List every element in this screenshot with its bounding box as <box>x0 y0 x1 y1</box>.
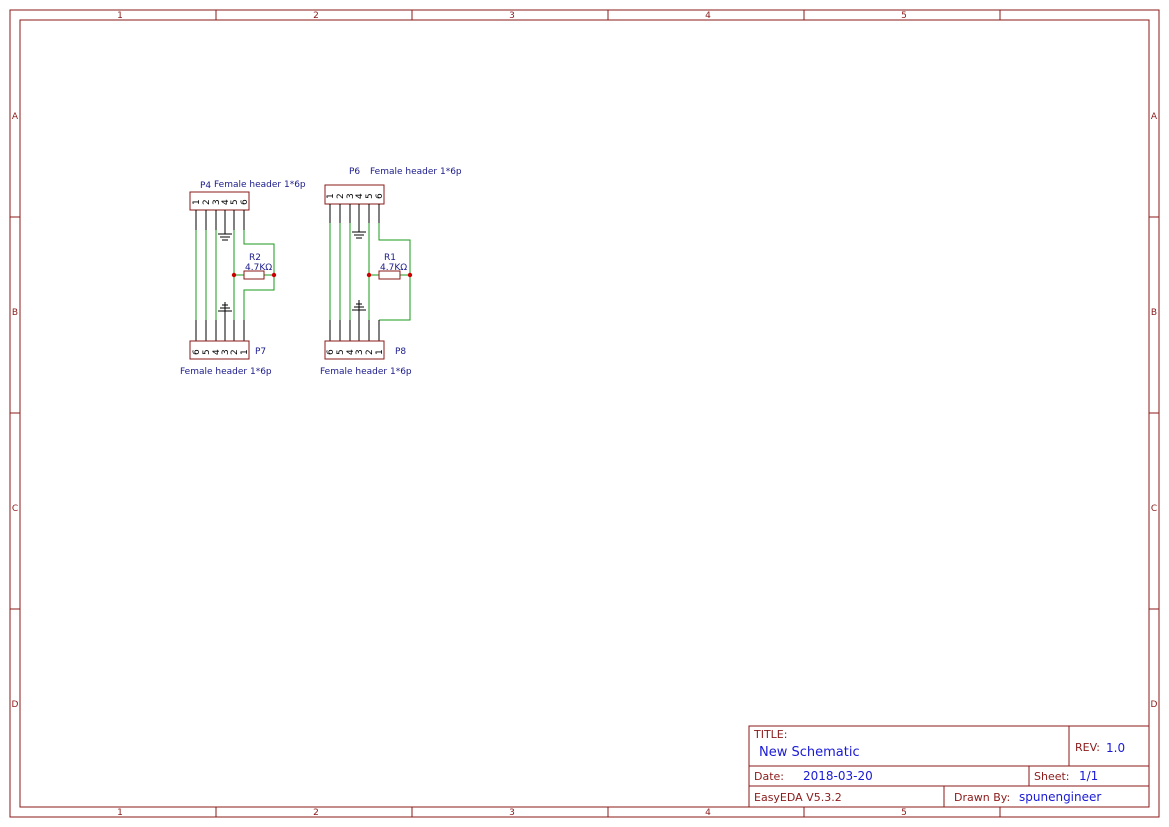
pin-number: 4 <box>212 349 222 355</box>
title-value: New Schematic <box>759 745 860 760</box>
pin-number: 4 <box>346 349 356 355</box>
col-label: 3 <box>509 808 515 818</box>
row-label: A <box>1151 112 1158 122</box>
column-labels-bottom: 1 2 3 4 5 <box>117 808 907 818</box>
value-p7: Female header 1*6p <box>180 367 272 377</box>
pin-number: 1 <box>326 193 336 199</box>
date-value: 2018-03-20 <box>803 769 873 783</box>
ground-icon <box>352 300 366 320</box>
value-p6: Female header 1*6p <box>370 167 462 177</box>
title-label: TITLE: <box>753 728 787 741</box>
pin-number: 3 <box>355 349 365 355</box>
header-p7[interactable]: 6 5 4 3 2 1 P7 Female header 1*6p <box>180 320 272 377</box>
pin-number: 2 <box>202 199 212 205</box>
pin-number: 6 <box>192 349 202 355</box>
pin-number: 5 <box>336 349 346 355</box>
ref-p7: P7 <box>255 347 266 357</box>
row-label: C <box>12 504 18 514</box>
pin-number: 6 <box>240 199 250 205</box>
pin-number: 5 <box>202 349 212 355</box>
ref-r1: R1 <box>384 253 396 263</box>
resistor-r2[interactable]: R2 4.7KΩ <box>243 253 272 280</box>
pin-number: 5 <box>365 193 375 199</box>
pin-number: 1 <box>375 349 385 355</box>
row-label: A <box>12 112 19 122</box>
row-label: D <box>1151 700 1158 710</box>
drawn-by-label: Drawn By: <box>954 791 1010 804</box>
pin-number: 4 <box>355 193 365 199</box>
pin-number: 5 <box>230 199 240 205</box>
pin-number: 3 <box>221 349 231 355</box>
inner-frame <box>19 19 1150 808</box>
header-p8[interactable]: 6 5 4 3 2 1 P8 Female header 1*6p <box>320 320 412 377</box>
pin-number: 1 <box>240 349 250 355</box>
pin-number: 2 <box>230 349 240 355</box>
title-block: TITLE: New Schematic REV: 1.0 Date: 2018… <box>748 725 1150 808</box>
col-label: 5 <box>901 11 907 21</box>
ref-p8: P8 <box>395 347 406 357</box>
junction-dot <box>231 272 237 278</box>
rev-value: 1.0 <box>1106 741 1125 755</box>
col-label: 4 <box>705 11 711 21</box>
row-ticks-right <box>1149 216 1159 610</box>
header-p4[interactable]: 1 2 3 4 5 6 P4 Female header 1*6p <box>189 180 306 234</box>
col-label: 3 <box>509 11 515 21</box>
pin-number: 2 <box>365 349 375 355</box>
column-ticks-bottom <box>215 807 1001 817</box>
junction-dot <box>366 272 372 278</box>
column-labels-top: 1 2 3 4 5 <box>117 11 907 21</box>
pin-number: 4 <box>221 199 231 205</box>
row-label: C <box>1151 504 1157 514</box>
drawn-by-value: spunengineer <box>1019 790 1101 804</box>
value-r1: 4.7KΩ <box>380 263 407 273</box>
resistor-r1[interactable]: R1 4.7KΩ <box>378 253 407 280</box>
date-label: Date: <box>754 770 784 783</box>
pin-number: 6 <box>326 349 336 355</box>
pin-number: 1 <box>192 199 202 205</box>
row-labels-left: A B C D <box>12 112 19 710</box>
ref-r2: R2 <box>249 253 261 263</box>
outer-frame <box>9 9 1160 818</box>
sheet-value: 1/1 <box>1079 769 1098 783</box>
sheet-label: Sheet: <box>1034 770 1070 783</box>
circuit-p6-p8: 1 2 3 4 5 6 P6 Female header 1*6p R1 4.7… <box>320 167 462 377</box>
col-label: 2 <box>313 11 319 21</box>
col-label: 1 <box>117 808 123 818</box>
col-label: 1 <box>117 11 123 21</box>
pin-number: 3 <box>346 193 356 199</box>
header-p6[interactable]: 1 2 3 4 5 6 P6 Female header 1*6p <box>324 167 462 232</box>
pin-number: 2 <box>336 193 346 199</box>
ground-icon <box>218 233 232 241</box>
value-p4: Female header 1*6p <box>214 180 306 190</box>
rev-label: REV: <box>1075 741 1100 754</box>
column-ticks-top <box>215 10 1001 20</box>
ref-p6: P6 <box>349 167 360 177</box>
row-label: B <box>1151 308 1157 318</box>
value-p8: Female header 1*6p <box>320 367 412 377</box>
col-label: 4 <box>705 808 711 818</box>
pin-number: 6 <box>375 193 385 199</box>
junction-dot <box>407 272 413 278</box>
col-label: 5 <box>901 808 907 818</box>
col-label: 2 <box>313 808 319 818</box>
software-label: EasyEDA V5.3.2 <box>754 791 842 804</box>
row-labels-right: A B C D <box>1151 112 1158 710</box>
ref-p4: P4 <box>200 181 211 191</box>
circuit-p4-p7: 1 2 3 4 5 6 P4 Female header 1*6p R2 4.7… <box>180 180 306 377</box>
row-ticks-left <box>10 216 20 610</box>
ground-icon <box>352 231 366 239</box>
row-label: B <box>12 308 18 318</box>
ground-icon <box>218 302 232 320</box>
value-r2: 4.7KΩ <box>245 263 272 273</box>
junction-dot <box>271 272 277 278</box>
row-label: D <box>12 700 19 710</box>
pin-number: 3 <box>212 199 222 205</box>
